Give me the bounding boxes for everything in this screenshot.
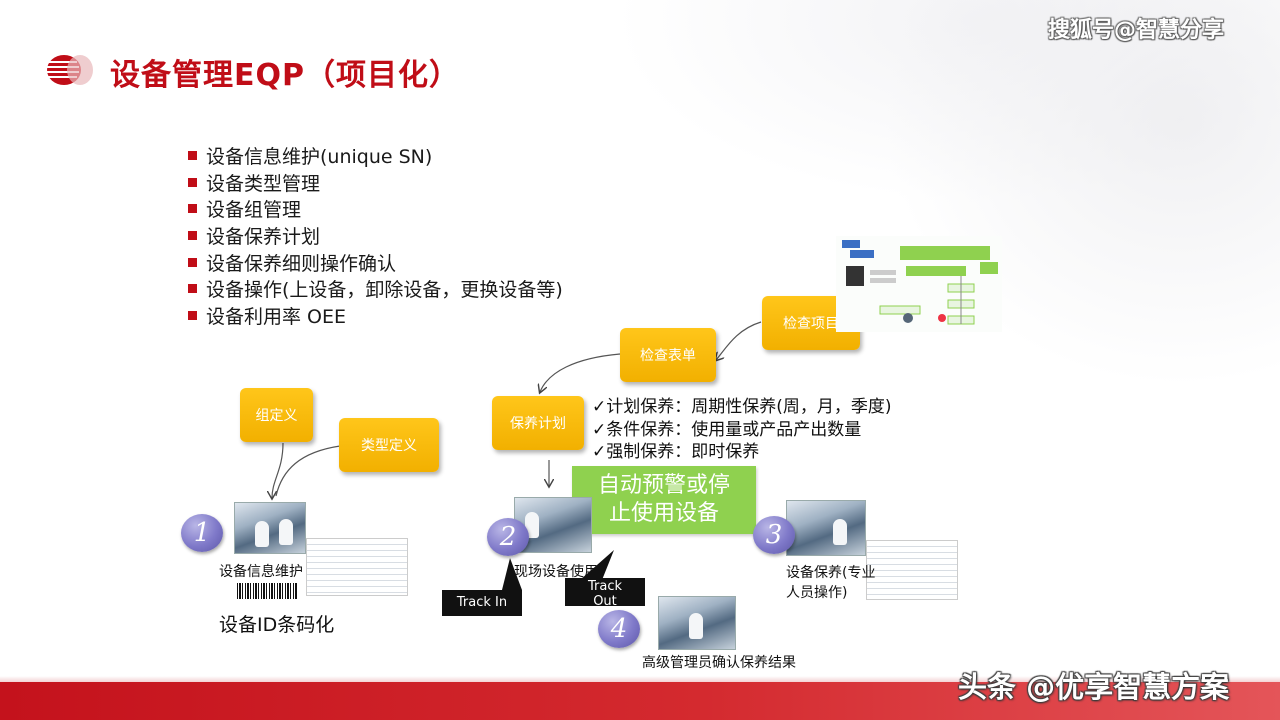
maintenance-plan-list: ✓计划保养：周期性保养(周，月，季度) ✓条件保养：使用量或产品产出数量 ✓强制…: [592, 396, 892, 464]
bullet-square-icon: [188, 310, 197, 320]
feature-label: 设备信息维护(unique SN): [206, 145, 433, 168]
step-caption: 高级管理员确认保养结果: [642, 655, 796, 671]
bullet-square-icon: [188, 230, 197, 240]
operator-figure: [255, 521, 269, 547]
step-caption: 设备信息维护: [219, 564, 303, 580]
feature-item: 设备类型管理: [188, 169, 563, 196]
operator-figure: [279, 519, 293, 545]
feature-item: 设备保养计划: [188, 222, 563, 249]
alert-line: 止使用设备: [608, 501, 719, 526]
footer-band: [0, 682, 1280, 720]
feature-item: 设备操作(上设备，卸除设备，更换设备等): [188, 275, 563, 302]
feature-item: 设备信息维护(unique SN): [188, 142, 563, 169]
barcode-caption: 设备ID条码化: [219, 614, 335, 636]
review-photo: [658, 596, 736, 650]
maintenance-plan-box: 保养计划: [492, 396, 584, 450]
step-number-badge: 2: [487, 518, 529, 556]
track-out-tag: Track Out: [565, 578, 645, 609]
track-out-line: Out: [593, 594, 617, 609]
feature-item: 设备利用率 OEE: [188, 302, 563, 329]
feature-label: 设备类型管理: [206, 172, 321, 195]
barcode-icon: [237, 583, 297, 599]
tag-pointers: [502, 550, 614, 590]
step-number-badge: 4: [598, 610, 640, 648]
bullet-square-icon: [188, 204, 197, 214]
step-caption-line: 设备保养(专业: [786, 565, 876, 581]
step-caption-line: 人员操作): [786, 585, 848, 601]
alert-line: 自动预警或停: [597, 473, 730, 498]
page-title: 设备管理EQP（项目化）: [110, 58, 460, 93]
feature-label: 设备操作(上设备，卸除设备，更换设备等): [206, 279, 563, 302]
plan-item: ✓条件保养：使用量或产品产出数量: [592, 419, 862, 440]
track-in-tag: Track In: [442, 590, 522, 616]
workflow-thumbnail: [836, 236, 1002, 332]
title-logo-icon: [47, 55, 93, 85]
feature-item: 设备保养细则操作确认: [188, 249, 563, 276]
feature-label: 设备保养细则操作确认: [206, 252, 397, 275]
operator-figure: [525, 512, 539, 538]
equipment-photo: [234, 502, 306, 554]
group-definition-box: 组定义: [240, 388, 313, 442]
plan-item: ✓强制保养：即时保养: [592, 442, 760, 462]
feature-list: 设备信息维护(unique SN) 设备类型管理 设备组管理 设备保养计划 设备…: [188, 142, 563, 329]
step-caption: 设备保养(专业 人员操作): [786, 563, 875, 603]
feature-label: 设备组管理: [206, 199, 302, 222]
maintenance-photo: [786, 500, 866, 556]
feature-label: 设备利用率 OEE: [206, 305, 347, 328]
operator-figure: [833, 519, 847, 545]
bullet-square-icon: [188, 257, 197, 267]
step-number-badge: 1: [181, 514, 223, 552]
track-out-line: Track: [587, 579, 623, 594]
plan-item: ✓计划保养：周期性保养(周，月，季度): [592, 397, 892, 417]
feature-label: 设备保养计划: [206, 225, 321, 248]
bullet-square-icon: [188, 150, 197, 160]
step-number-badge: 3: [753, 516, 795, 554]
footer-band-shadow: [0, 676, 1280, 684]
watermark-top: 搜狐号@智慧分享: [1048, 18, 1225, 43]
bullet-square-icon: [188, 284, 197, 294]
maintenance-form: [866, 540, 958, 600]
checklist-box: 检查表单: [620, 328, 716, 382]
type-definition-box: 类型定义: [339, 418, 439, 472]
equipment-info-form: [306, 538, 408, 596]
auto-alert-box: 自动预警或停 止使用设备: [572, 466, 756, 534]
feature-item: 设备组管理: [188, 195, 563, 222]
watermark-bottom: 头条 @优享智慧方案: [958, 670, 1230, 704]
operator-figure: [689, 613, 703, 639]
bullet-square-icon: [188, 177, 197, 187]
step-caption: 现场设备使用: [514, 564, 598, 580]
